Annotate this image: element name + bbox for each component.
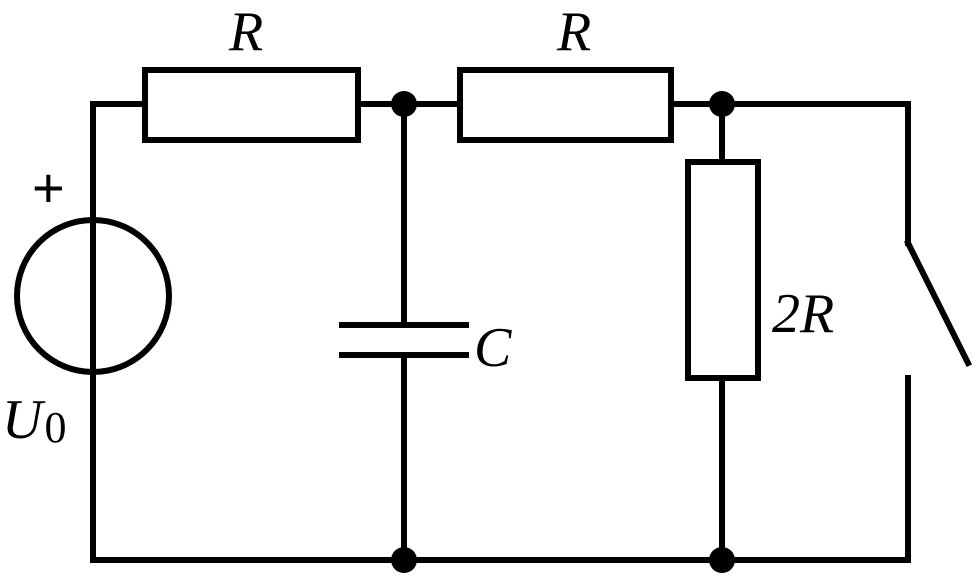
label-source-subscript: 0 [44,403,66,452]
resistor-top-left [142,67,361,143]
label-source: U0 [2,389,66,452]
junction-top-right [709,91,735,117]
junction-top-middle [391,91,417,117]
junction-bottom-middle [391,547,417,573]
switch-blade [903,238,973,368]
resistor-vertical-2r [685,159,761,381]
label-source-symbol: U [2,389,46,451]
voltage-source [14,217,172,375]
resistor-top-right [457,67,674,143]
label-r-top-left: R [228,1,263,63]
junction-bottom-right [709,547,735,573]
label-r-top-right: R [556,1,591,63]
label-polarity-plus: + [32,156,65,219]
label-2r: 2R [772,283,834,345]
label-capacitor: C [474,317,512,379]
